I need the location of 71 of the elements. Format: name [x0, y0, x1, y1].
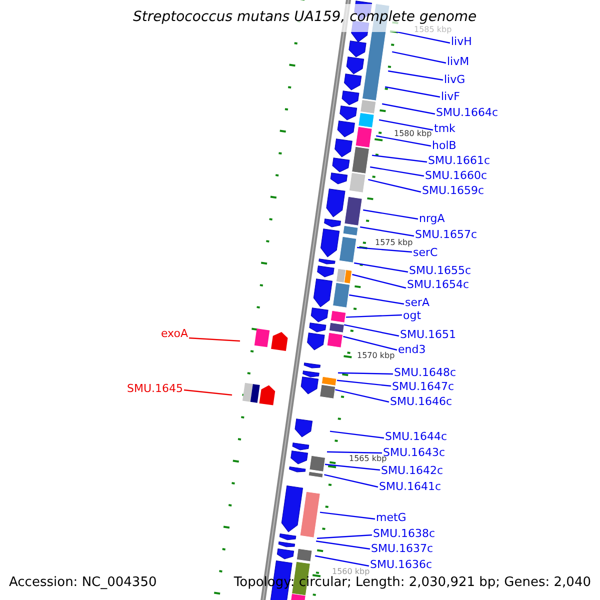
gene-label: tmk — [434, 122, 456, 135]
leader-line — [382, 103, 436, 115]
leader-line — [396, 31, 450, 44]
leader-line — [184, 389, 232, 396]
gene-label: nrgA — [419, 212, 445, 225]
gene-label: SMU.1661c — [428, 154, 490, 167]
position-label: 1570 kbp — [357, 351, 395, 360]
leader-line — [338, 372, 394, 375]
leader-line — [378, 119, 434, 131]
position-label: 1585 kbp — [414, 25, 452, 34]
leader-line — [392, 51, 446, 64]
gene-label: livG — [444, 73, 466, 86]
gene-label: SMU.1648c — [394, 366, 456, 379]
gene-label: SMU.1642c — [381, 464, 444, 477]
gene-label: SMU.1654c — [407, 278, 470, 291]
gene-label: SMU.1659c — [422, 184, 484, 197]
leader-line — [372, 154, 428, 163]
gene-label: SMU.1636c — [370, 558, 432, 571]
leader-line — [354, 262, 408, 273]
gene-label: SMU.1660c — [425, 169, 488, 182]
leader-line — [349, 294, 404, 305]
leader-line — [370, 166, 424, 177]
gene-label: livH — [451, 35, 472, 48]
leader-line — [326, 451, 382, 454]
leader-line — [330, 430, 384, 439]
gene-label: SMU.1657c — [415, 228, 478, 241]
gene-label: SMU.1638c — [373, 527, 436, 540]
leader-line — [316, 534, 372, 539]
position-label: 1580 kbp — [394, 129, 432, 138]
leader-line — [368, 179, 422, 193]
gene-label: SMU.1664c — [436, 106, 498, 119]
leader-line — [324, 464, 380, 471]
leader-line — [346, 314, 402, 318]
gene-label: livM — [447, 55, 470, 68]
leader-line — [363, 209, 418, 220]
gene-label: ogt — [403, 309, 422, 322]
accession-text: Accession: NC_004350 — [9, 576, 157, 589]
gene-label: metG — [376, 511, 406, 524]
leader-line — [316, 540, 370, 550]
gene-label: livF — [441, 90, 460, 103]
gene-label: exoA — [160, 327, 188, 340]
leader-line — [360, 226, 414, 237]
gene-label: SMU.1651 — [400, 328, 456, 341]
leader-line — [385, 86, 440, 98]
map-title: Streptococcus mutans UA159, complete genome — [133, 10, 477, 24]
leader-line — [324, 474, 378, 488]
gene-label: SMU.1647c — [392, 380, 454, 393]
gene-label: holB — [432, 139, 456, 152]
gene-label: serA — [405, 296, 430, 309]
gene-label: SMU.1637c — [371, 542, 434, 555]
leader-line — [343, 336, 398, 351]
leader-line — [376, 135, 432, 147]
gene-label: serC — [413, 246, 438, 259]
gene-label: SMU.1646c — [390, 395, 452, 408]
gene-label: SMU.1644c — [385, 430, 448, 443]
leader-line — [320, 512, 376, 520]
leader-line — [352, 274, 406, 289]
position-label: 1575 kbp — [375, 238, 413, 247]
gene-label: SMU.1641c — [379, 480, 442, 493]
gene-label: SMU.1645 — [126, 382, 183, 395]
position-label: 1565 kbp — [349, 454, 387, 463]
leader-line — [335, 389, 390, 403]
leader-line — [356, 246, 412, 253]
leader-line — [188, 337, 240, 342]
gene-label: end3 — [398, 343, 426, 356]
leader-line — [336, 380, 392, 387]
leader-line — [314, 555, 370, 567]
gene-label: SMU.1655c — [409, 264, 472, 277]
leader-line — [388, 70, 444, 81]
position-label: 1560 kbp — [332, 567, 370, 576]
leader-line — [344, 324, 400, 337]
